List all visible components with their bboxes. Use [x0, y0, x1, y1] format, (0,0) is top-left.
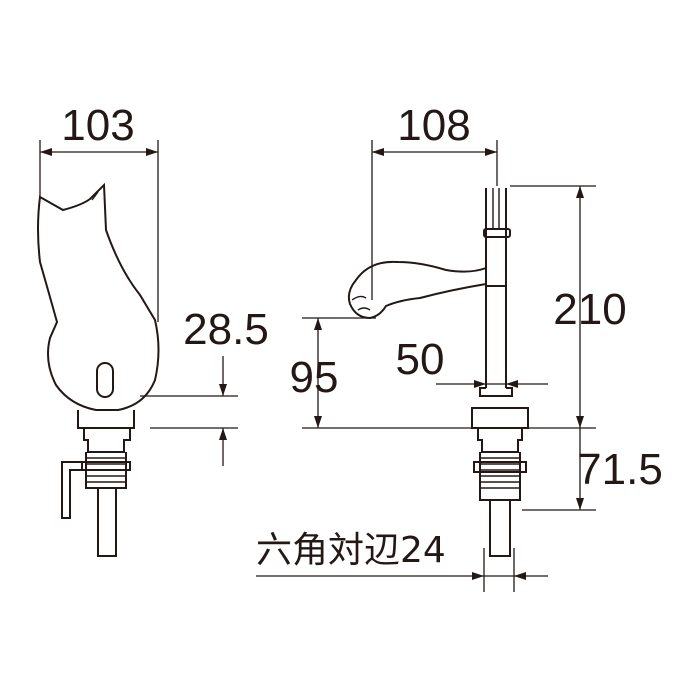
- dim-spout-height: 95: [290, 353, 339, 402]
- dim-hex-nut: 六角対辺24: [256, 530, 446, 571]
- front-collar: [77, 410, 135, 429]
- front-lock-nut: [81, 461, 131, 471]
- front-body: [83, 428, 131, 453]
- side-column: [485, 188, 507, 388]
- dim-below-counter: 71.5: [577, 445, 663, 494]
- cat-silhouette: [37, 182, 160, 411]
- side-handle-band: [483, 228, 511, 238]
- side-view: 108 210 95 50 71.5 六角対辺24: [256, 101, 663, 592]
- side-collar: [471, 407, 529, 429]
- side-ring: [479, 387, 513, 397]
- side-spout-paw: [351, 295, 371, 311]
- side-thread-lines: [480, 457, 520, 489]
- front-wrench: [61, 461, 90, 519]
- side-spout: [347, 260, 487, 320]
- front-view: 103 28.5: [37, 101, 269, 557]
- side-body: [477, 428, 523, 453]
- side-handle-body: [485, 237, 507, 287]
- side-supply-pipe: [489, 500, 511, 557]
- side-lock-nut: [473, 461, 527, 473]
- cat-ear-line: [91, 191, 99, 201]
- front-supply-pipe: [97, 488, 117, 557]
- dim-side-reach: 108: [397, 101, 470, 150]
- dim-total-height: 210: [553, 285, 626, 334]
- handle-slot: [96, 362, 114, 398]
- dim-front-width: 103: [61, 101, 134, 150]
- dim-handle-offset: 28.5: [183, 305, 269, 354]
- dim-spout-gap: 50: [396, 335, 445, 384]
